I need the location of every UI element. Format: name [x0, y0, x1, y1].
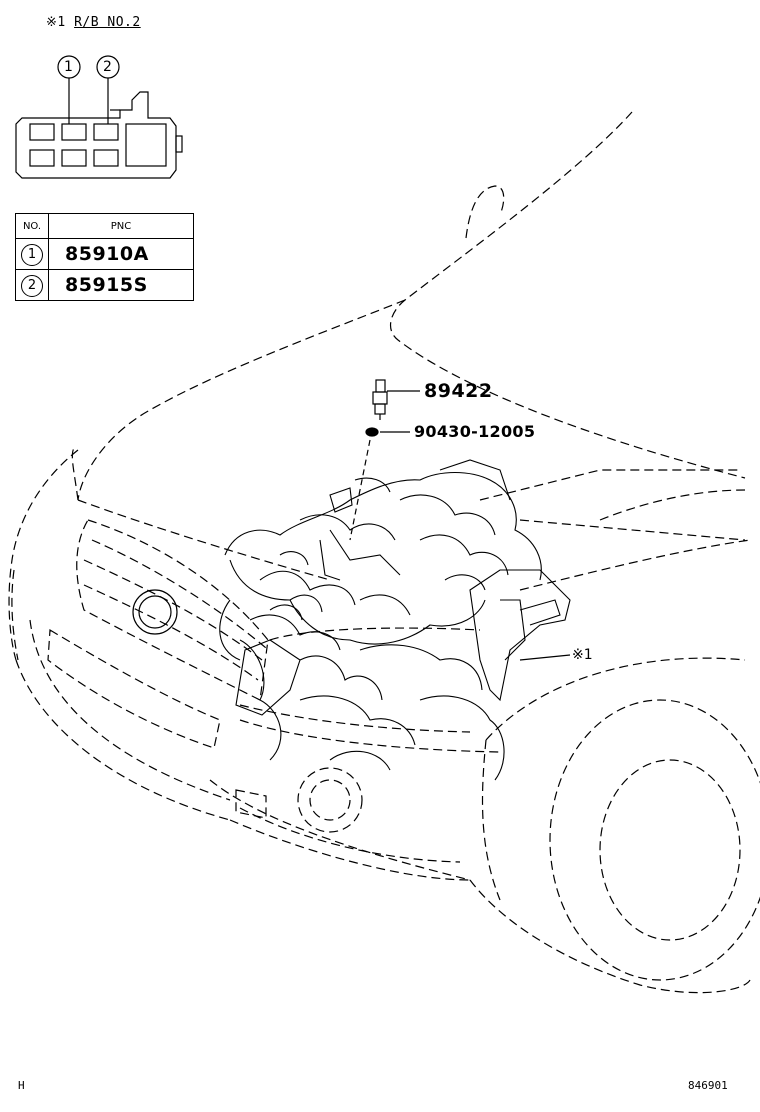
engine-drawing	[219, 459, 571, 781]
vehicle-outline	[8, 111, 760, 994]
pnc-table: NO. PNC 1 85910A 2 85915S	[15, 213, 194, 301]
part-number-90430-12005[interactable]: 90430-12005	[414, 422, 536, 441]
sensor-89422-drawing	[372, 379, 420, 420]
row-number: 2	[21, 274, 43, 297]
table-row: 1 85910A	[15, 238, 194, 270]
footer-left-code: H	[18, 1079, 25, 1092]
pnc-table-header-row: NO. PNC	[15, 213, 194, 239]
callout-1-label: 1	[64, 59, 73, 75]
ref-mark: ※1	[46, 15, 66, 30]
col-header-no: NO.	[15, 213, 49, 239]
relay-box-ref-label[interactable]: ※1	[572, 647, 593, 663]
table-row: 2 85915S	[15, 269, 194, 301]
relay-box-title: ※1 R/B NO.2	[46, 16, 141, 29]
emblem	[132, 589, 178, 635]
pnc-value[interactable]: 85915S	[48, 269, 194, 301]
part-number-89422[interactable]: 89422	[424, 380, 493, 402]
relay-box-drawing	[15, 55, 183, 179]
row-number: 1	[21, 243, 43, 266]
col-header-pnc: PNC	[48, 213, 194, 239]
pnc-value[interactable]: 85910A	[48, 238, 194, 270]
diagram-id: 846901	[688, 1079, 728, 1092]
callout-2-label: 2	[103, 59, 112, 75]
title-text: R/B NO.2	[74, 15, 141, 30]
gasket-drawing	[365, 427, 410, 437]
